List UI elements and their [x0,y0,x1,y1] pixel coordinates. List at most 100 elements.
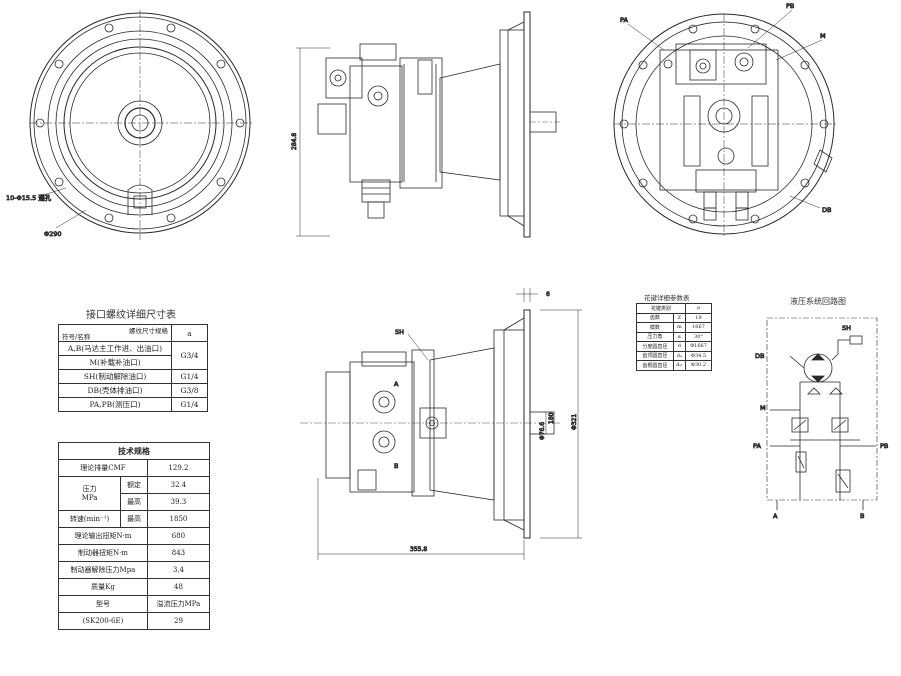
tech-label: 理论排量CMF [58,459,148,477]
section-sh-label: SH [395,328,404,336]
spline-row-value: Φ1667 [684,341,713,352]
thread-row-value: G1/4 [171,369,208,384]
side-height-dim: 284.8 [291,133,298,150]
circuit-label-pa: PA [753,442,762,450]
tech-label: 转速(min⁻¹) [57,510,122,528]
spline-header-val: a [684,303,713,314]
section-port-b: B [394,462,398,470]
section-view [300,288,582,560]
circuit-label-m: M [760,404,766,412]
tech-value: (SK200-6E) [58,612,148,630]
table-row: A,B(马达主工作进、出油口) G3/4 [58,341,208,370]
spline-row-value: Φ30.2 [684,360,713,371]
thread-row-value: G3/8 [171,383,208,398]
circuit-label-pb: PB [880,442,888,450]
table-row: (SK200-6E) 29 [58,612,211,630]
spline-row-name: 压力角 [636,331,674,342]
table-row: 分度圆直径 d Φ1667 [636,341,713,352]
section-flange-thickness: 6 [546,291,550,298]
section-shaft-dim: Φ76.6 [539,422,546,440]
table-row: 理论排量CMF 129.2 [58,459,211,477]
tech-value: 48 [146,578,211,596]
spline-row-value: 30° [684,331,713,342]
spline-row-sym: α [672,331,686,342]
hydraulic-circuit [766,317,878,510]
rear-view [613,9,836,236]
spline-row-sym: dₐ [672,350,686,361]
thread-row-name: A,B(马达主工作进、出油口) [58,341,172,356]
thread-table: 螺纹尺寸规格 符号/名称 a A,B(马达主工作进、出油口) G3/4 M(补载… [58,324,208,412]
thread-header-diag: 螺纹尺寸规格 符号/名称 [58,324,172,342]
circuit-label-a: A [773,512,778,520]
tech-label: 质量Kg [58,578,148,596]
front-view [29,10,252,240]
side-view [296,11,560,238]
table-row: 转速(min⁻¹) 最高 1850 [57,510,211,528]
spline-row-sym: d [672,341,686,352]
thread-header-bottom: 符号/名称 [62,333,91,341]
spline-row-name: 模数 [636,322,674,333]
section-length-dim: 355.8 [410,546,427,553]
tech-value: 29 [146,612,211,630]
spline-row-value: 19 [684,312,713,323]
table-row: 制动器扭矩N·m 843 [58,544,211,562]
circuit-title: 液压系统回路图 [790,297,846,306]
spline-row-name: 齿顶圆直径 [636,350,674,361]
table-row: 理论输出扭矩N·m 680 [58,527,211,545]
circuit-label-b: B [860,512,864,520]
rear-label-pb: PB [786,2,794,10]
tech-label: 额定 [120,476,148,494]
spline-row-name: 分度圆直径 [636,341,674,352]
thread-header-col: a [171,324,208,342]
tech-value: 129.2 [146,459,211,477]
tech-value: 680 [146,527,211,545]
thread-row-name: M(补载补油口) [58,355,172,370]
table-row: 制动器解除压力Mpa 3.4 [58,561,211,579]
tech-label: 理论输出扭矩N·m [58,527,148,545]
table-row: DB(壳体排油口) G3/8 [58,383,208,398]
table-row: SH(制动解除油口) G1/4 [58,369,208,384]
table-row: 齿顶圆直径 dₐ Φ34.5 [636,350,713,361]
rear-label-db: DB [822,206,831,214]
table-row: 型号 溢流压力MPa [58,595,211,613]
thread-row-value: G3/4 [171,341,208,370]
tech-label: 制动器解除压力Mpa [58,561,148,579]
front-diameter-label: Φ290 [44,230,62,238]
tech-value: 39.3 [146,493,211,511]
spline-row-value: 1667 [684,322,713,333]
tech-value: 32.4 [146,476,211,494]
rear-label-pa: PA [620,16,629,24]
spline-row-name: 齿数 [636,312,674,323]
table-row: PA,PB(测压口) G1/4 [58,397,208,412]
spline-table-title: 花键详细参数表 [644,294,690,302]
section-flange-dim: Φ321 [571,414,578,430]
thread-row-name: SH(制动解除油口) [58,369,172,384]
thread-table-title: 接口螺纹详细尺寸表 [86,310,176,321]
thread-row-name: DB(壳体排油口) [58,383,172,398]
spline-row-sym: Z [672,312,686,323]
tech-value: 843 [146,544,211,562]
spline-row-sym: m [672,322,686,333]
bolt-hole-label: 10-Φ15.5 通孔 [6,193,52,202]
table-row: 齿数 Z 19 [636,312,713,323]
tech-label: 制动器扭矩N·m [58,544,148,562]
table-row: 齿根圆直径 dₘ Φ30.2 [636,360,713,371]
spline-row-value: Φ34.5 [684,350,713,361]
table-row: 质量Kg 48 [58,578,211,596]
tech-pressure-label: 压力 MPa [57,476,122,511]
rear-label-m: M [820,32,826,40]
tech-label: 最高 [120,493,148,511]
tech-table-title: 技术规格 [58,442,210,460]
circuit-label-sh: SH [842,324,851,332]
table-row: 模数 m 1667 [636,322,713,333]
thread-row-name: PA,PB(测压口) [58,397,172,412]
table-row: 压力角 α 30° [636,331,713,342]
table-row: 压力 MPa 额定 32.4 [57,476,211,511]
tech-label: 溢流压力MPa [146,595,211,613]
tech-value: 3.4 [146,561,211,579]
section-small-dim: 180 [548,412,555,424]
spline-row-sym: dₘ [672,360,686,371]
thread-row-value: G1/4 [171,397,208,412]
spline-row-name: 齿根圆直径 [636,360,674,371]
